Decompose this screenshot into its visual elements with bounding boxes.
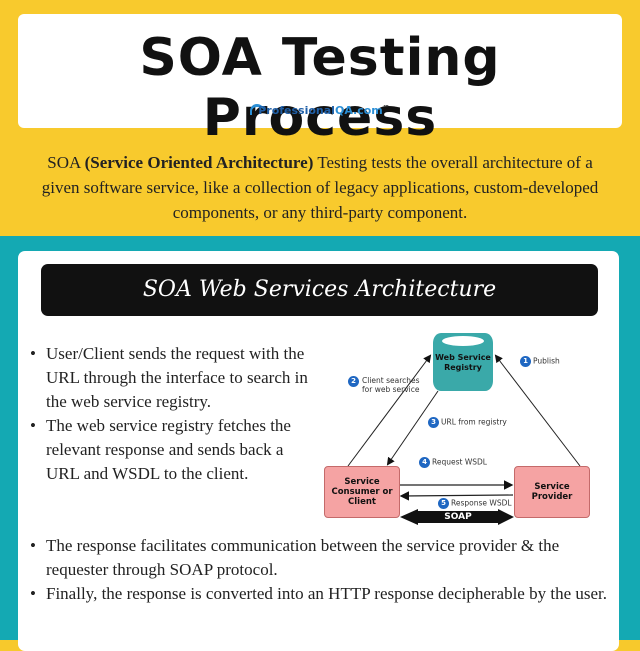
soap-protocol-arrow: SOAP: [418, 511, 498, 523]
logo-brand-qa: QA: [334, 104, 354, 117]
logo-trademark: ™: [382, 104, 390, 112]
step-2-label: Client searches for web service: [362, 376, 420, 394]
consumer-label: Service Consumer or Client: [331, 477, 393, 507]
list-item: The web service registry fetches the rel…: [24, 414, 314, 486]
intro-rest: Testing tests the overall architecture o…: [41, 153, 599, 222]
intro-bold: (Service Oriented Architecture): [84, 153, 314, 172]
registry-cylinder-top: [442, 336, 484, 346]
step-4-badge: 4: [419, 457, 430, 468]
diagram-arrows: [347, 354, 581, 525]
step-1-label: Publish: [533, 356, 560, 366]
provider-label: Service Provider: [531, 482, 573, 502]
list-item: User/Client sends the request with the U…: [24, 342, 314, 414]
service-consumer-box: Service Consumer or Client: [324, 466, 400, 518]
title-card: SOA Testing Process ProfessionalQA.com™: [18, 14, 622, 148]
list-item: The response facilitates communication b…: [24, 534, 614, 582]
logo-arc-icon: [250, 104, 265, 115]
header-band: SOA Testing Process ProfessionalQA.com™ …: [0, 0, 640, 236]
brand-logo: ProfessionalQA.com™: [18, 104, 622, 117]
list-item: Finally, the response is converted into …: [24, 582, 614, 606]
registry-label: Web Service Registry: [435, 353, 491, 372]
step-2-badge: 2: [348, 376, 359, 387]
bullet-list-bottom: The response facilitates communication b…: [24, 534, 614, 606]
step-3-label: URL from registry: [441, 417, 507, 427]
step-3-badge: 3: [428, 417, 439, 428]
logo-brand-main: Professional: [258, 104, 335, 117]
page-title: SOA Testing Process: [139, 28, 501, 148]
section-banner: SOA Web Services Architecture: [41, 264, 598, 316]
intro-paragraph: SOA (Service Oriented Architecture) Test…: [30, 150, 610, 225]
intro-prefix: SOA: [47, 153, 85, 172]
logo-brand-tld: .com: [353, 104, 383, 117]
service-provider-box: Service Provider: [514, 466, 590, 518]
step-5-label: Response WSDL: [451, 498, 512, 508]
content-card: SOA Web Services Architecture User/Clien…: [18, 251, 619, 651]
step-5-badge: 5: [438, 498, 449, 509]
step-1-badge: 1: [520, 356, 531, 367]
bullet-list-left: User/Client sends the request with the U…: [24, 342, 314, 486]
step-4-label: Request WSDL: [432, 457, 487, 467]
